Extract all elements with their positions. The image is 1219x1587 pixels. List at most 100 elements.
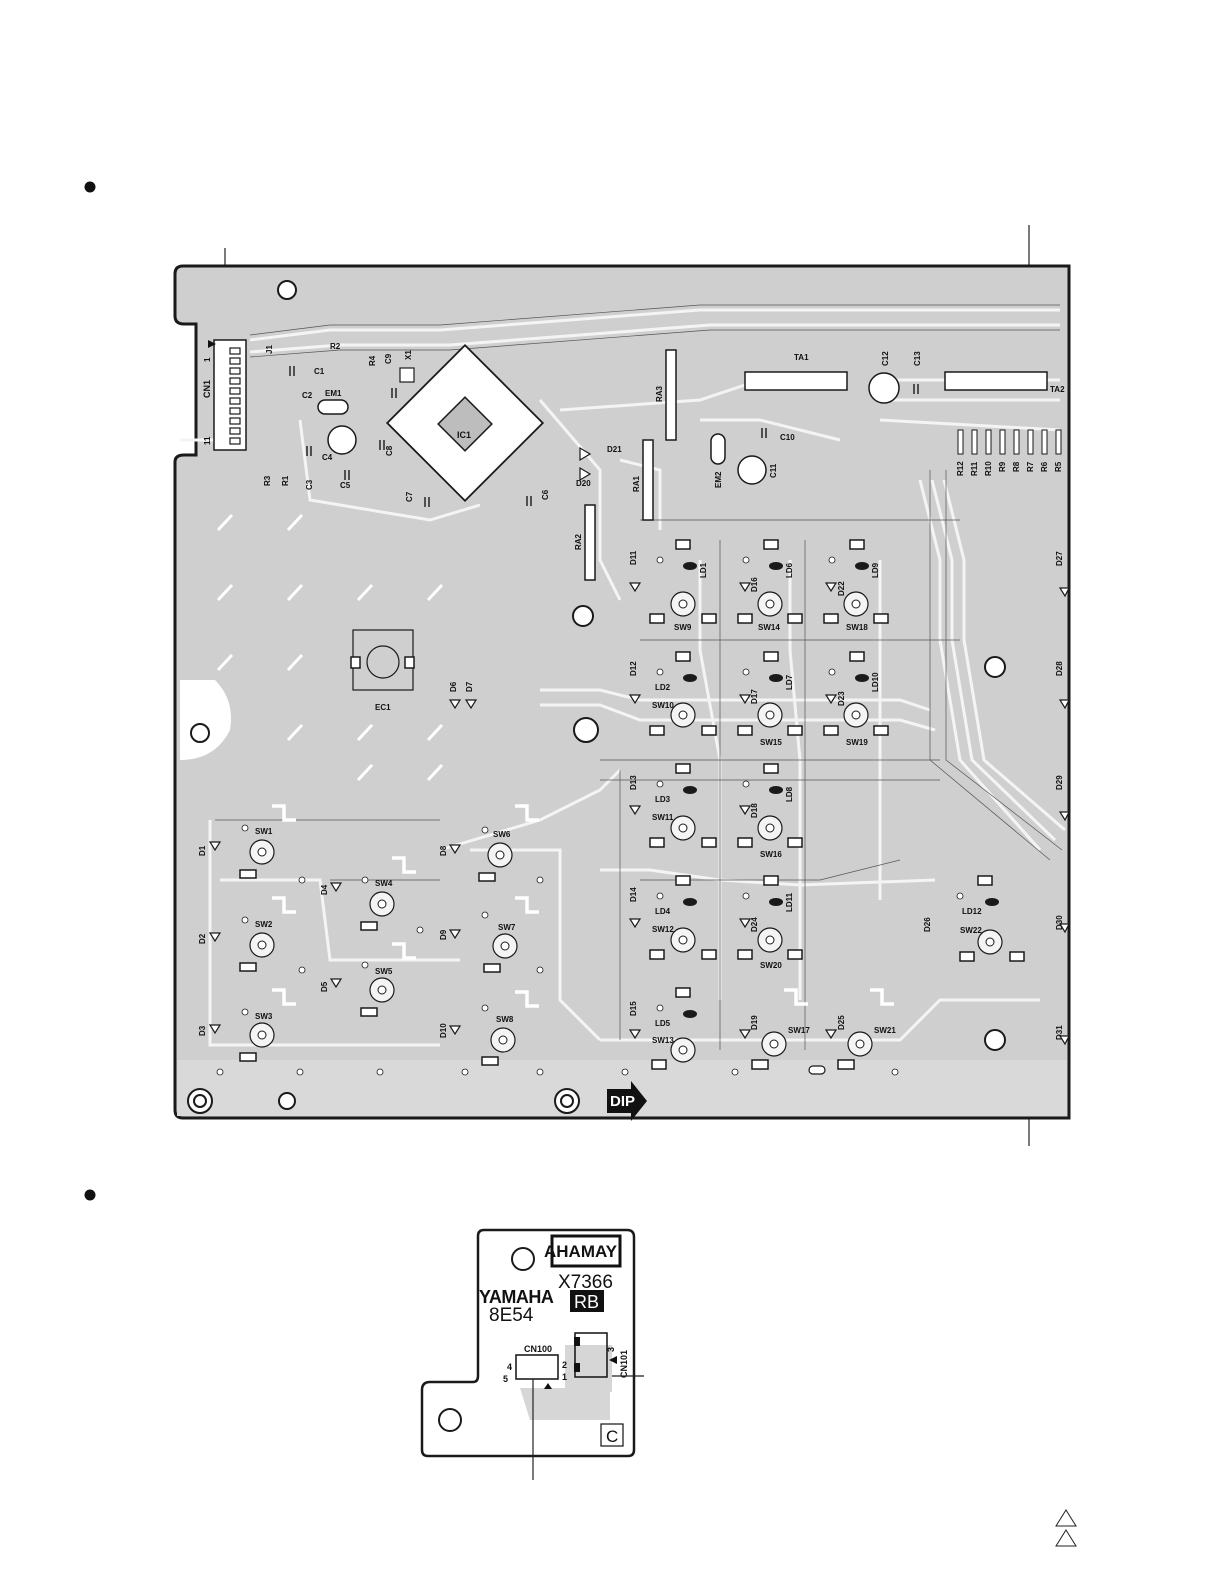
signal-traces bbox=[215, 304, 1063, 1050]
r12-label: R12 bbox=[956, 461, 965, 476]
d16-label: D16 bbox=[750, 577, 759, 592]
c7-label: C7 bbox=[405, 491, 414, 502]
d23-label: D23 bbox=[837, 691, 846, 706]
switch-sw18: SW18 bbox=[823, 591, 889, 632]
switch-sw2: SW2 bbox=[239, 920, 275, 972]
cn1-pin-1: 1 bbox=[203, 357, 212, 362]
c2-label: C2 bbox=[302, 391, 313, 400]
sw14-label: SW14 bbox=[758, 623, 780, 632]
cn101-pad-bottom bbox=[574, 1363, 580, 1372]
sub-hole-bottom bbox=[438, 1408, 462, 1432]
rb-badge-bg bbox=[570, 1290, 604, 1312]
d4-label: D4 bbox=[320, 884, 329, 895]
r5-label: R5 bbox=[1054, 461, 1063, 472]
diode-labels: D1 D2 D3 D4 D5 D6 D7 D8 D9 D10 D11 D12 D… bbox=[198, 445, 1064, 1040]
c4-label: C4 bbox=[322, 453, 333, 462]
switch-sw10: SW10 bbox=[649, 701, 717, 736]
switch-sw4: SW4 bbox=[360, 879, 395, 931]
c6-label: C6 bbox=[541, 489, 550, 500]
d3-label: D3 bbox=[198, 1025, 207, 1036]
d10-label: D10 bbox=[439, 1023, 448, 1038]
traces bbox=[180, 308, 1066, 1047]
sw19-label: SW19 bbox=[846, 738, 868, 747]
d15-label: D15 bbox=[629, 1001, 638, 1016]
d24-label: D24 bbox=[750, 917, 759, 932]
dip-marker: DIP bbox=[607, 1081, 647, 1121]
cn100-outline bbox=[515, 1354, 559, 1380]
cn101-pad-top bbox=[574, 1337, 580, 1346]
ld5-label: LD5 bbox=[655, 1019, 671, 1028]
d12-label: D12 bbox=[629, 661, 638, 676]
c8-label: C8 bbox=[385, 445, 394, 456]
c5-label: C5 bbox=[340, 481, 351, 490]
r1-label: R1 bbox=[281, 475, 290, 486]
diode-symbols bbox=[208, 446, 1070, 1046]
board-code: 8E54 bbox=[489, 1305, 534, 1326]
corner-mark-box bbox=[600, 1423, 624, 1447]
contact-pads bbox=[272, 804, 894, 1008]
ic1: IC1 bbox=[385, 343, 545, 503]
mirrored-brand: YAMAHA bbox=[544, 1242, 617, 1261]
d8-label: D8 bbox=[439, 845, 448, 856]
d1-label: D1 bbox=[198, 845, 207, 856]
dip-label: DIP bbox=[610, 1093, 635, 1110]
switch-sw17: SW17 bbox=[751, 1026, 810, 1070]
resistor-arrays bbox=[584, 349, 1048, 581]
switch-sw11: SW11 bbox=[649, 813, 717, 848]
cn100-pin1-marker bbox=[544, 1383, 552, 1389]
brand-logo: YAMAHA bbox=[479, 1287, 554, 1307]
switch-sw5: SW5 bbox=[360, 967, 395, 1017]
r2-label: R2 bbox=[330, 342, 341, 351]
d11-label: D11 bbox=[629, 550, 638, 565]
switch-sw9: SW9 bbox=[649, 591, 717, 632]
sw12-label: SW12 bbox=[652, 925, 674, 934]
pin-1: 1 bbox=[562, 1372, 567, 1382]
c1-label: C1 bbox=[314, 367, 325, 376]
d30-label: D30 bbox=[1055, 915, 1064, 930]
bullet-main-board bbox=[84, 181, 96, 193]
rb-badge: RB bbox=[574, 1292, 599, 1312]
sub-hole-top bbox=[511, 1247, 535, 1271]
d13-label: D13 bbox=[629, 775, 638, 790]
x1-label: X1 bbox=[404, 350, 413, 360]
d31-label: D31 bbox=[1055, 1025, 1064, 1040]
emi-beads bbox=[317, 399, 726, 465]
d9-label: D9 bbox=[439, 929, 448, 940]
d25-label: D25 bbox=[837, 1015, 846, 1030]
sw2-label: SW2 bbox=[255, 920, 273, 929]
c3-label: C3 bbox=[305, 479, 314, 490]
main-board: DIP CN1 1 11 IC1 X1 bbox=[173, 264, 1071, 1121]
part-number: X7366 bbox=[558, 1272, 613, 1293]
switch-sw20: SW20 bbox=[737, 927, 803, 970]
switch-sw13: SW13 bbox=[651, 1036, 696, 1070]
sw20-label: SW20 bbox=[760, 961, 782, 970]
cn100-label: CN100 bbox=[524, 1344, 552, 1354]
pin-3: 3 bbox=[606, 1347, 616, 1352]
led-labels: LD1 LD2 LD3 LD4 LD5 LD6 LD7 LD8 LD9 LD10… bbox=[655, 562, 982, 1028]
d2-label: D2 bbox=[198, 933, 207, 944]
sw1-label: SW1 bbox=[255, 827, 273, 836]
switch-sw15: SW15 bbox=[737, 702, 803, 747]
em1-label: EM1 bbox=[325, 389, 342, 398]
sw6-label: SW6 bbox=[493, 830, 511, 839]
sw9-label: SW9 bbox=[674, 623, 692, 632]
sw5-label: SW5 bbox=[375, 967, 393, 976]
sub-board: YAMAHA X7366 YAMAHA RB 8E54 CN100 CN101 … bbox=[420, 1228, 636, 1458]
ld6-label: LD6 bbox=[785, 562, 794, 578]
ic1-label: IC1 bbox=[457, 430, 471, 440]
switch-sw6: SW6 bbox=[478, 830, 513, 882]
ld9-label: LD9 bbox=[871, 562, 880, 578]
c12-label: C12 bbox=[881, 351, 890, 366]
d20-label: D20 bbox=[576, 479, 591, 488]
pin-5: 5 bbox=[503, 1374, 508, 1384]
ra1-label: RA1 bbox=[632, 475, 641, 492]
sw18-label: SW18 bbox=[846, 623, 868, 632]
r10-label: R10 bbox=[984, 461, 993, 476]
switch-sw1: SW1 bbox=[239, 827, 275, 879]
d6-label: D6 bbox=[449, 681, 458, 692]
sw22-label: SW22 bbox=[960, 926, 982, 935]
c11-label: C11 bbox=[769, 463, 778, 478]
d27-label: D27 bbox=[1055, 551, 1064, 566]
r6-label: R6 bbox=[1040, 461, 1049, 472]
ra2-label: RA2 bbox=[574, 533, 583, 550]
